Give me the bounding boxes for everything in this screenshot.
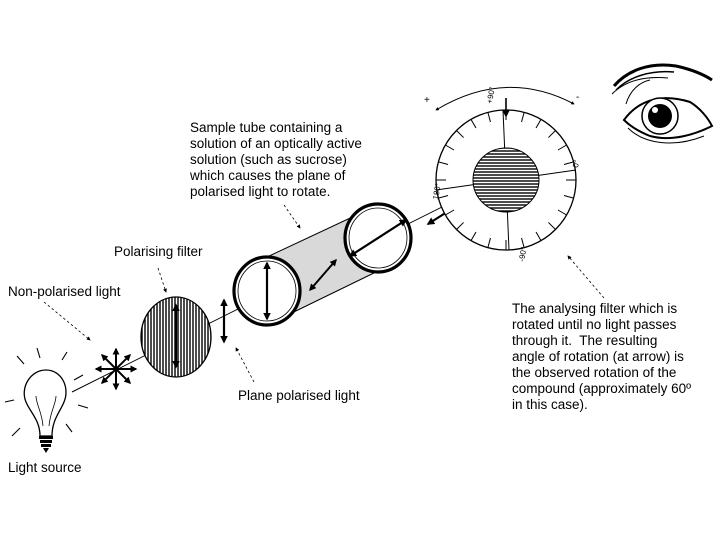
dial-label-180: 180° (431, 182, 443, 200)
label-sample-tube: Sample tube containing a solution of an … (190, 120, 362, 199)
dial-tick (521, 112, 525, 123)
dial-tick (563, 161, 574, 165)
dial-tick (456, 130, 464, 138)
dial-tick (456, 222, 464, 230)
pointer-analysing-filter (567, 255, 605, 299)
pointer-sample-tube (283, 204, 301, 229)
dial-tick (557, 209, 567, 216)
dial-tick (487, 112, 491, 123)
dial-tick (445, 144, 455, 151)
label-light-source: Light source (8, 460, 82, 475)
analysing-filter-dial (435, 86, 577, 251)
sample-tube (232, 202, 413, 327)
dial-tick (521, 237, 525, 248)
dial-tick (487, 237, 491, 248)
light-bulb-icon (4, 347, 89, 453)
label-plane-polarised-light: Plane polarised light (238, 388, 360, 403)
label-analysing-filter: The analysing filter which is rotated un… (512, 301, 692, 412)
dial-tick (438, 195, 449, 199)
polarising-filter (140, 296, 212, 378)
pointer-lines (43, 204, 605, 383)
label-polarising-filter: Polarising filter (114, 244, 203, 259)
pointer-plane-polarised (235, 347, 255, 383)
dial-tick (548, 130, 556, 138)
dial-tick (563, 195, 574, 199)
dial-tick (535, 119, 542, 129)
dial-minus-sign: - (576, 92, 579, 103)
dial-tick (438, 161, 449, 165)
label-non-polarised-light: Non-polarised light (8, 284, 121, 299)
dial-label-minus90: -90° (517, 246, 528, 262)
pointer-polarising-filter (157, 267, 167, 293)
dial-tick (470, 119, 477, 129)
dial-tick (445, 209, 455, 216)
non-polarised-light-symbol (94, 347, 138, 391)
pointer-non-polarised (43, 301, 91, 341)
dial-label-0: 0° (571, 159, 581, 168)
dial-plus-sign: + (424, 95, 430, 106)
dial-tick (535, 231, 542, 241)
dial-tick (548, 222, 556, 230)
dial-label-plus90: +90° (485, 86, 497, 104)
dial-tick (557, 144, 567, 151)
dial-tick (470, 231, 477, 241)
eye-icon (611, 63, 714, 144)
